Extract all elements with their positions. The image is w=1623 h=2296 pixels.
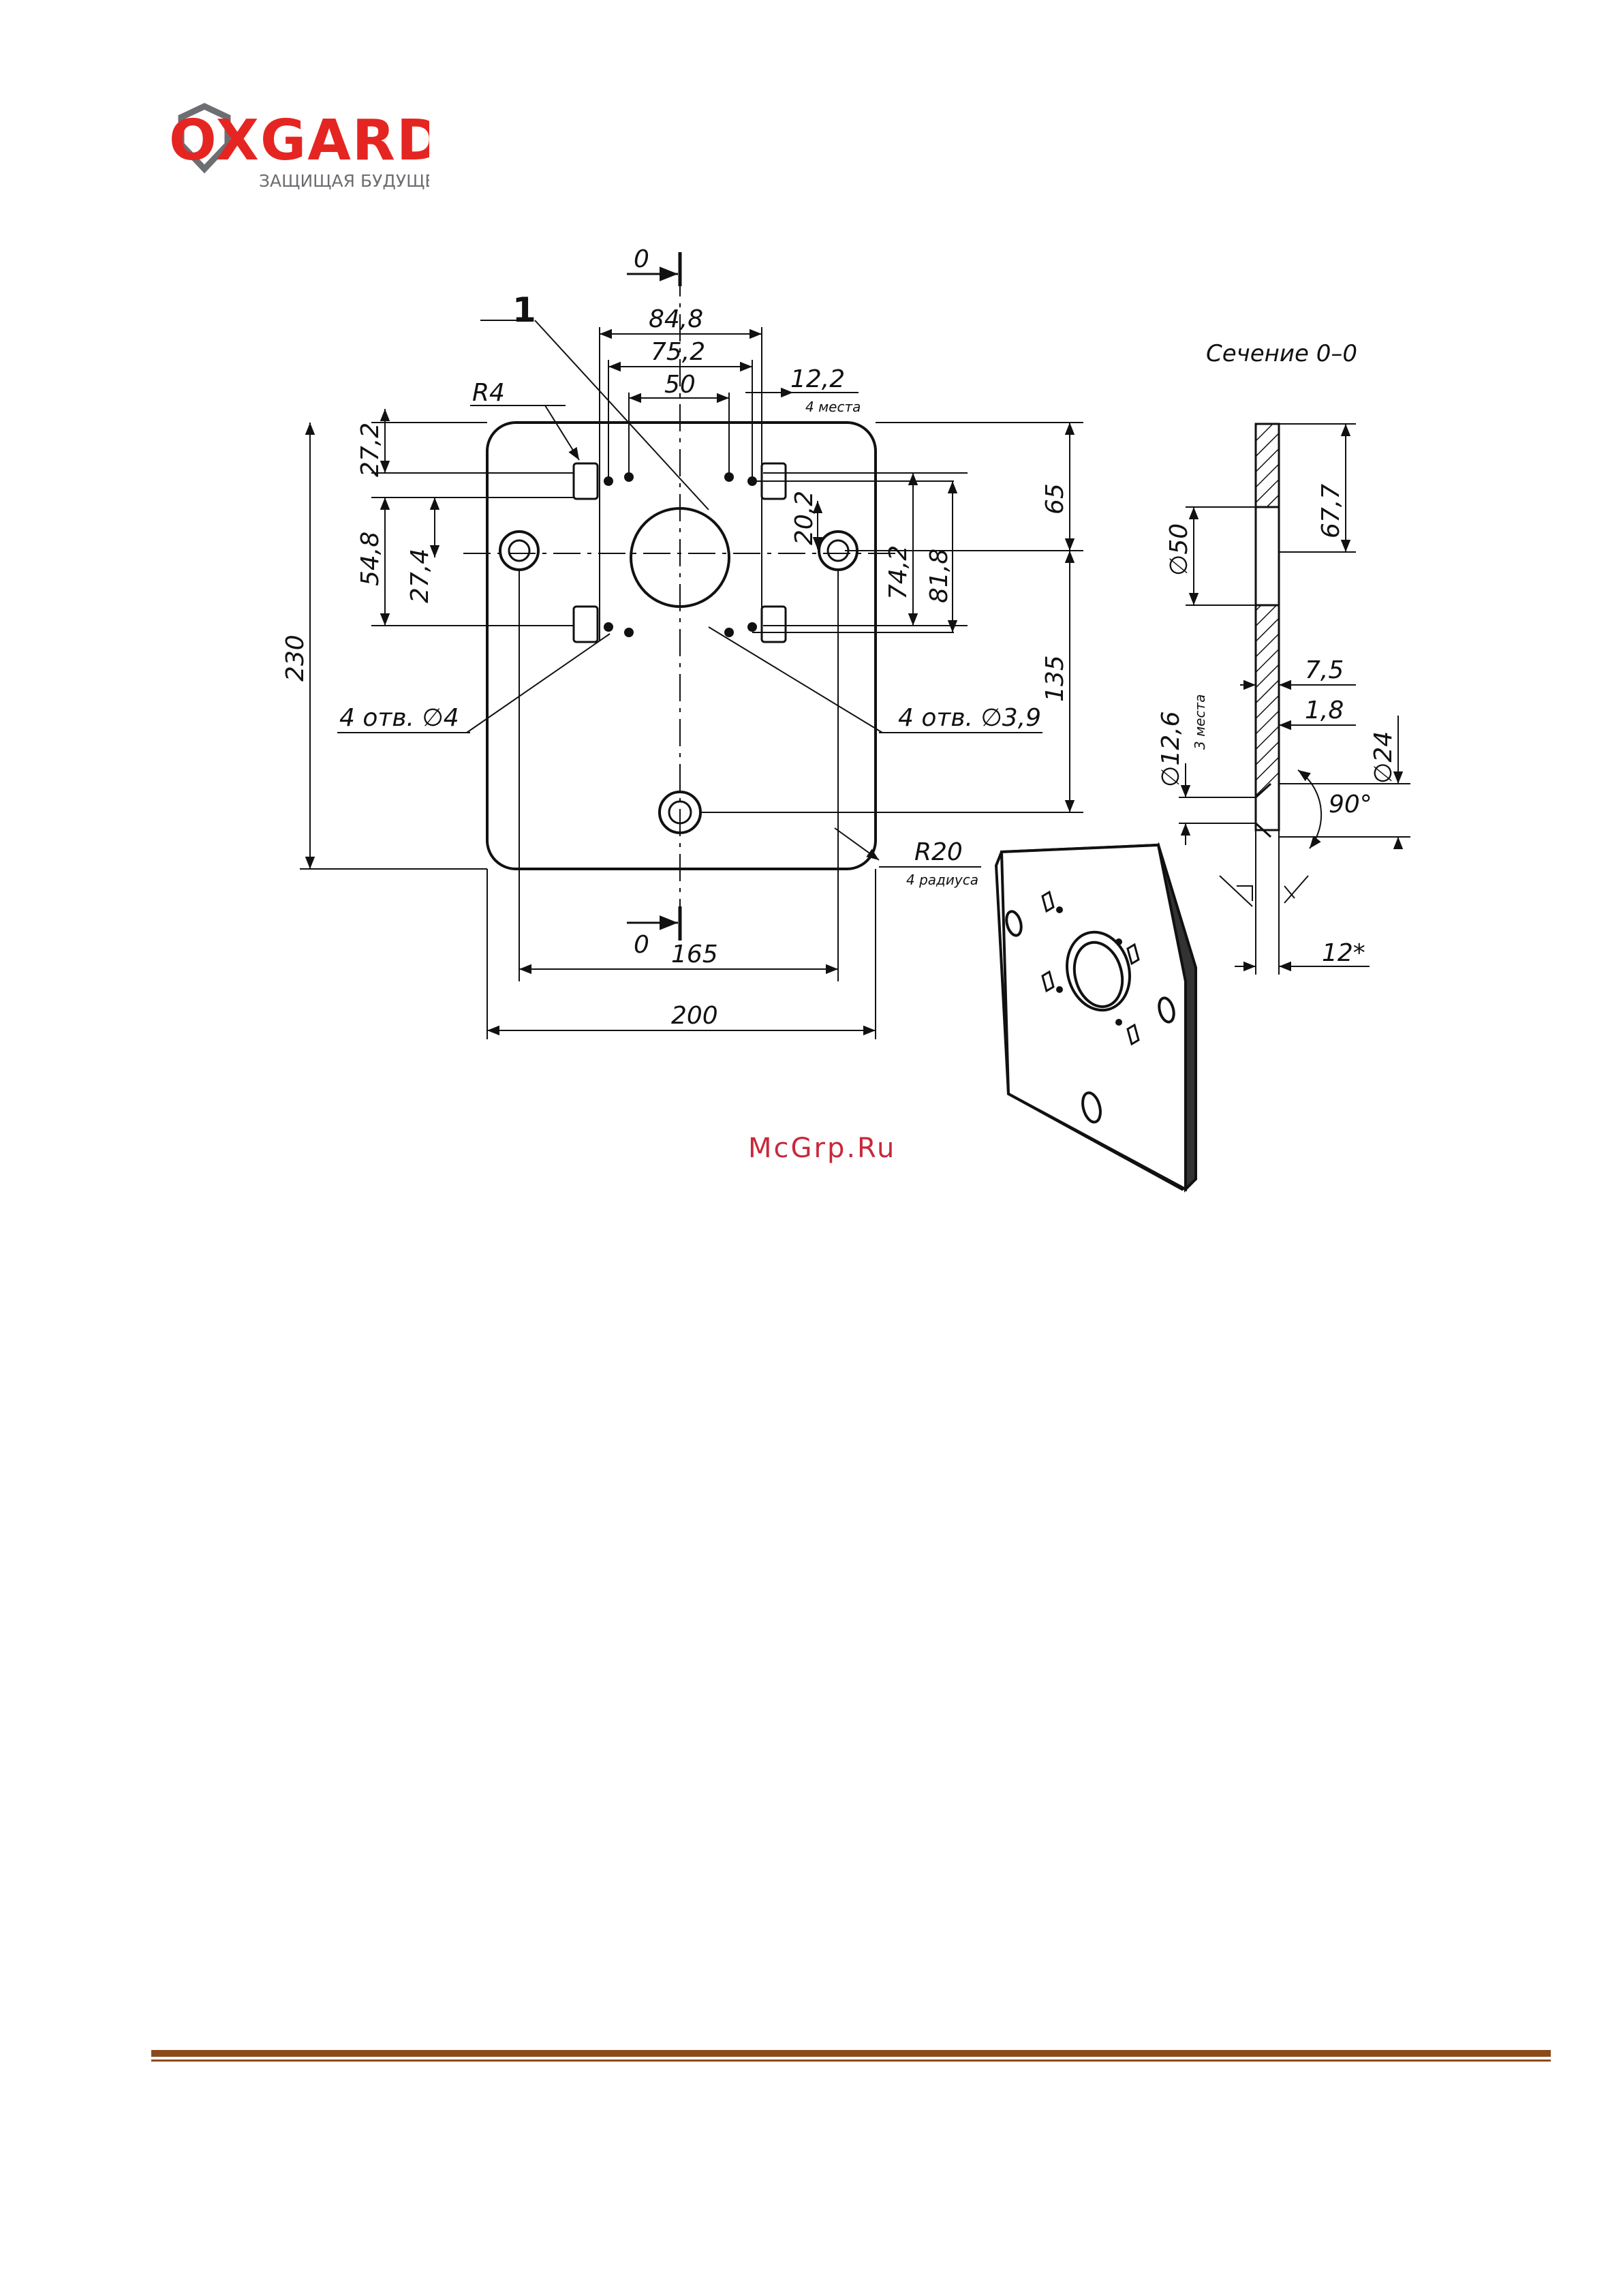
note-4-radii: 4 радиуса	[906, 872, 978, 888]
dim-d12-6: ∅12,6	[1157, 711, 1185, 787]
dim-27-2: 27,2	[356, 423, 384, 477]
note-3-places: 3 места	[1192, 694, 1208, 750]
callout-number: 1	[512, 290, 536, 330]
dim-200: 200	[671, 1002, 718, 1030]
dim-r4: R4	[472, 379, 505, 407]
dim-d24: ∅24	[1370, 731, 1397, 784]
section-hatch-top	[1256, 424, 1279, 507]
dim-12-star: 12*	[1322, 939, 1365, 967]
dim-7-5: 7,5	[1305, 656, 1344, 684]
dim-90: 90°	[1329, 791, 1372, 818]
isometric-view	[996, 845, 1196, 1189]
dim-230: 230	[281, 634, 309, 682]
slot-top-left	[574, 463, 598, 499]
dim-1-8: 1,8	[1305, 697, 1344, 724]
holes-d3-9-label: 4 отв. ∅3,9	[898, 704, 1041, 732]
dim-135: 135	[1041, 655, 1069, 702]
dim-20-2: 20,2	[790, 491, 818, 545]
slot-bottom-right	[762, 607, 786, 642]
section-mark-bottom: 0	[634, 931, 649, 959]
dim-d50: ∅50	[1165, 523, 1193, 576]
footer-rule-thick	[151, 2050, 1551, 2057]
section-title: Сечение 0–0	[1206, 340, 1357, 367]
dim-74-2: 74,2	[884, 545, 912, 600]
section-view	[1179, 424, 1410, 975]
dim-81-8: 81,8	[925, 549, 953, 603]
dim-r20: R20	[914, 838, 963, 866]
side-hole-left	[500, 532, 538, 570]
dim-75-2: 75,2	[651, 338, 705, 366]
watermark: McGrp.Ru	[748, 1133, 896, 1164]
dim-65: 65	[1041, 483, 1069, 515]
slot-bottom-left	[574, 607, 598, 642]
dim-54-8: 54,8	[356, 532, 384, 586]
dim-165: 165	[671, 940, 718, 968]
footer-rule-thin	[151, 2060, 1551, 2062]
dim-27-4: 27,4	[406, 549, 434, 603]
dim-84-8: 84,8	[649, 305, 703, 333]
dim-50: 50	[664, 371, 696, 399]
front-view-labels: 1 0 0 84,8 75,2 50 12,2 4 места R4 27,2 …	[281, 245, 1069, 1030]
section-mark-top: 0	[634, 245, 649, 273]
dim-12-2: 12,2	[790, 365, 845, 393]
dim-67-7: 67,7	[1317, 484, 1345, 538]
holes-d4-label: 4 отв. ∅4	[339, 704, 459, 732]
note-4-places: 4 места	[805, 399, 861, 415]
